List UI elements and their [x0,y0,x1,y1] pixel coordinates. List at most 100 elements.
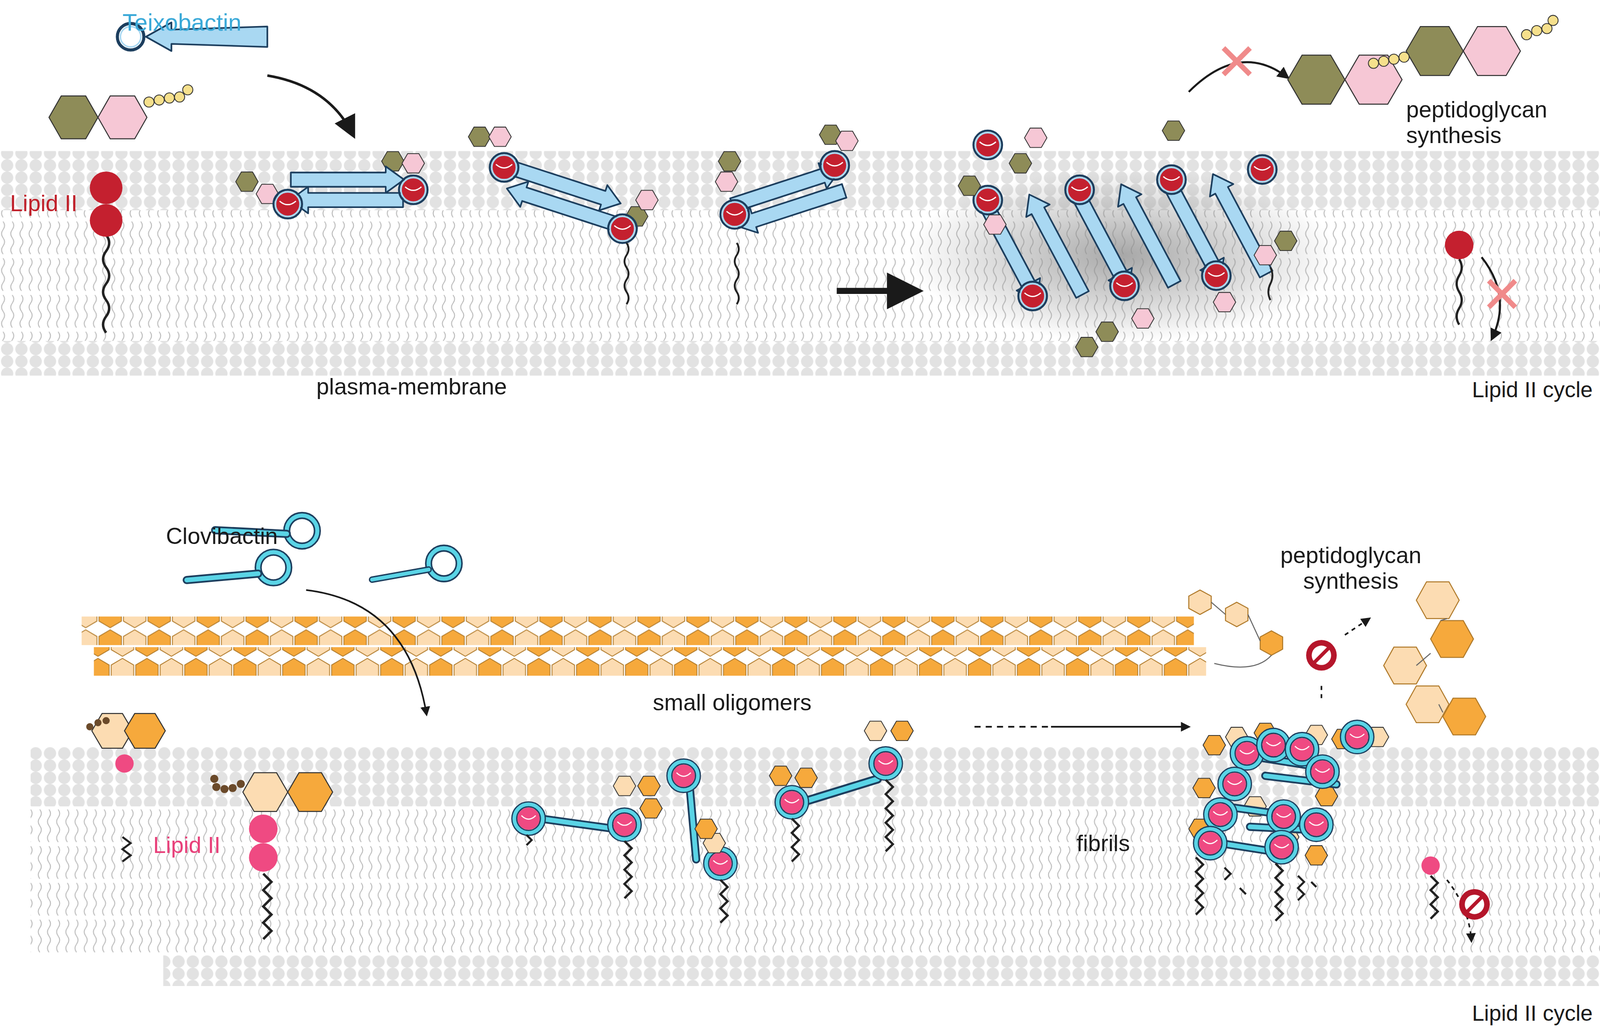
clovibactin-molecule [286,515,318,547]
blocked-synthesis [1531,25,1542,36]
peptidoglycan-layer [81,616,1195,646]
plasma-membrane-top [0,341,1600,376]
teixobactin-lipid-ii-dimer [488,127,512,147]
clovibactin-fibril [1188,722,1389,921]
clovibactin-fibril [1224,867,1247,895]
clovibactin-oligomer [720,880,728,923]
teixobactin-fibril [1018,281,1048,311]
lipid-ii [249,814,278,844]
teixobactin-fibril [1201,261,1231,291]
clovibactin-fibril [1308,757,1338,787]
blocked-synthesis [1188,62,1288,92]
lipid-ii [97,96,147,139]
clovibactin-oligomer [794,768,818,788]
plasma-membrane-bottom [163,955,1600,987]
blocked-synthesis [1547,15,1558,26]
teixobactin-lipid-ii-dimer [715,171,738,192]
lipid-ii [102,717,110,725]
clovibactin-oligomer [791,818,800,862]
clovibactin-fibril [1343,722,1372,752]
clovibactin-oligomer [514,804,544,834]
lipid-ii [210,774,219,784]
teixobactin-lipid-ii-dimer [489,153,519,182]
lipid-ii [86,713,333,939]
teixobactin-lipid-ii-dimer [624,242,629,304]
lipid-ii [124,713,166,749]
lipid-ii [236,779,246,789]
teixobactin-lipid-ii-dimer [273,189,303,219]
blocked-synthesis [1368,15,1558,69]
process-arrow [1050,725,1189,728]
blocked-synthesis [1442,698,1486,735]
teixobactin-lipid-ii-dimer [734,242,739,304]
lipid-ii [228,784,237,793]
peptidoglycan-layer [1211,602,1272,667]
clovibactin-molecule [372,565,429,585]
teixobactin-lipid-ii-dimer [718,151,741,171]
teixobactin-fibril [1024,128,1047,148]
label-text: Teixobactin [122,9,242,36]
clovibactin-oligomer [637,776,661,796]
blocked-lipid-cycle [1430,875,1438,919]
teixobactin-fibril [1075,337,1099,357]
blocked-synthesis [1388,53,1399,64]
teixobactin-lipid-ii-dimer [608,214,637,244]
clovibactin-molecule [186,567,259,587]
blocked-lipid-cycle [1421,856,1490,941]
process-arrow [974,725,1051,728]
lipid-ii [102,234,109,333]
lipid-ii [122,837,131,862]
lipid-ii [242,772,288,812]
lipid-ii [164,92,175,103]
clovibactin-oligomer [540,818,613,829]
clovibactin-oligomer [706,849,736,879]
clovibactin-oligomer [613,776,636,796]
label-text: fibrils [1076,830,1131,857]
label-text: peptidoglycan synthesis [1254,542,1447,594]
clovibactin-oligomer [514,721,914,923]
clovibactin-molecule [258,552,289,583]
clovibactin-fibril [1315,786,1338,806]
lipid-ii [249,842,278,872]
teixobactin-lipid-ii-dimer [720,200,750,230]
clovibactin-fibril [1305,845,1328,865]
blocked-synthesis [1320,686,1323,701]
clovibactin-oligomer [777,788,807,817]
teixobactin-fibril [1162,121,1185,141]
clovibactin-fibril [1258,730,1288,760]
clovibactin-molecule [428,548,460,579]
teixobactin-lipid-ii-dimer [401,153,425,173]
teixobactin-fibril [1095,322,1119,342]
teixobactin-fibril [958,121,1297,358]
clovibactin-fibril [1269,802,1299,832]
blocked-synthesis [1398,52,1409,63]
label-text: Lipid II [10,190,78,217]
lipid-ii [86,723,94,731]
blocked-synthesis [1463,26,1521,76]
clovibactin-fibril [1275,863,1283,921]
lipid-ii [182,84,193,95]
label-text: Lipid II cycle [1472,377,1593,403]
teixobactin-lipid-ii-dimer [820,150,850,180]
blocked-synthesis [1306,581,1486,736]
clovibactin-oligomer [864,721,887,741]
blocked-synthesis [1378,56,1389,67]
teixobactin-lipid-ii-dimer [635,190,659,210]
clovibactin-fibril [1195,857,1204,915]
clovibactin-molecule [306,590,427,715]
blocked-synthesis [1416,581,1460,619]
blocked-lipid-cycle [1488,280,1516,308]
teixobactin-fibril [983,214,1007,235]
clovibactin-fibril [1220,769,1250,799]
plasma-membrane-top [0,150,1600,376]
lipid-ii [144,84,193,107]
clovibactin-molecule [428,548,460,579]
label-text: small oligomers [652,689,812,716]
clovibactin-oligomer [694,819,718,839]
lipid-ii [174,91,185,102]
teixobactin-fibril [1131,308,1154,328]
blocked-synthesis [1344,618,1370,635]
teixobactin-fibril [958,176,981,196]
lipid-ii [287,772,333,812]
